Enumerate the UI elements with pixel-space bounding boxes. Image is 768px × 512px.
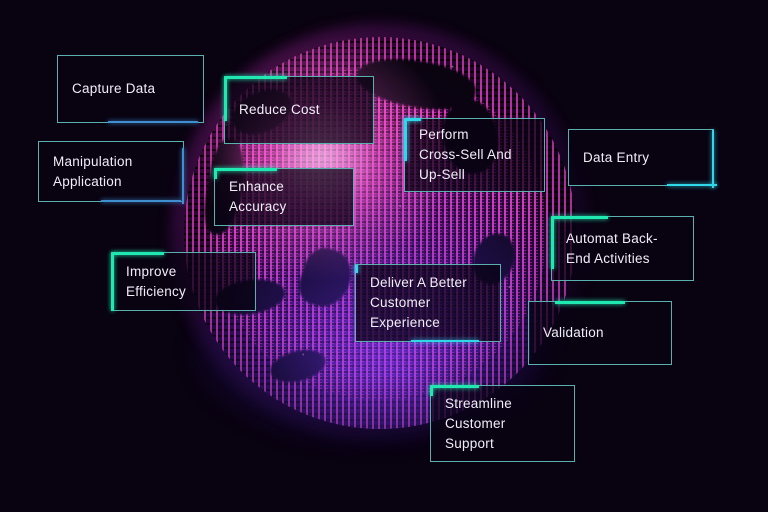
label-box-text: Validation [543, 325, 604, 340]
accent-bar-bottom [108, 120, 198, 123]
accent-bar-top [405, 118, 421, 121]
label-box-enhance-accuracy[interactable]: Enhance Accuracy [214, 168, 354, 226]
label-box-deliver-a-better-customer-experience[interactable]: Deliver A Better Customer Experience [355, 264, 501, 342]
label-box-text: Capture Data [72, 81, 156, 96]
label-box-streamline-customer-support[interactable]: Streamline Customer Support [430, 385, 575, 462]
label-box-perform-cross-sell-and-up-sell[interactable]: Perform Cross-Sell And Up-Sell [404, 118, 545, 192]
accent-bar-left [430, 386, 433, 396]
globe-landmass [267, 344, 330, 387]
label-box-manipulation-application[interactable]: Manipulation Application [38, 141, 184, 204]
label-box-reduce-cost[interactable]: Reduce Cost [224, 76, 374, 144]
label-box-data-entry[interactable]: Data Entry [568, 129, 717, 188]
accent-bar-top [225, 76, 287, 79]
label-box-validation[interactable]: Validation [528, 301, 672, 365]
label-box-text: Enhance Accuracy [229, 179, 287, 214]
label-box-text: Perform Cross-Sell And Up-Sell [419, 127, 512, 182]
accent-bar-left [551, 217, 554, 269]
accent-bar-left [111, 253, 114, 311]
accent-bar-top [215, 168, 277, 171]
label-box-text: Streamline Customer Support [445, 395, 513, 451]
label-box-text: Deliver A Better Customer Experience [370, 275, 468, 330]
accent-bar-top [552, 216, 608, 219]
label-box-automat-back-end-activities[interactable]: Automat Back- End Activities [551, 216, 694, 281]
accent-bar-left [214, 169, 217, 179]
globe-landmass [293, 242, 358, 313]
accent-bar-left [355, 265, 358, 273]
accent-bar-right [711, 130, 714, 188]
label-box-capture-data[interactable]: Capture Data [57, 55, 204, 123]
accent-bar-bottom [101, 199, 181, 202]
label-box-text: Data Entry [583, 149, 650, 165]
label-box-text: Reduce Cost [239, 102, 320, 117]
accent-bar-left [404, 119, 407, 161]
label-box-text: Manipulation Application [53, 153, 133, 189]
accent-bar-right [181, 148, 184, 204]
accent-bar-bottom [667, 183, 717, 186]
label-box-text: Improve Efficiency [126, 263, 187, 299]
label-box-improve-efficiency[interactable]: Improve Efficiency [111, 252, 256, 311]
accent-bar-top [431, 385, 479, 388]
accent-bar-left [224, 77, 227, 121]
accent-bar-top [555, 301, 625, 304]
accent-bar-top [112, 252, 164, 255]
label-box-text: Automat Back- End Activities [566, 230, 658, 266]
accent-bar-bottom [411, 339, 479, 342]
